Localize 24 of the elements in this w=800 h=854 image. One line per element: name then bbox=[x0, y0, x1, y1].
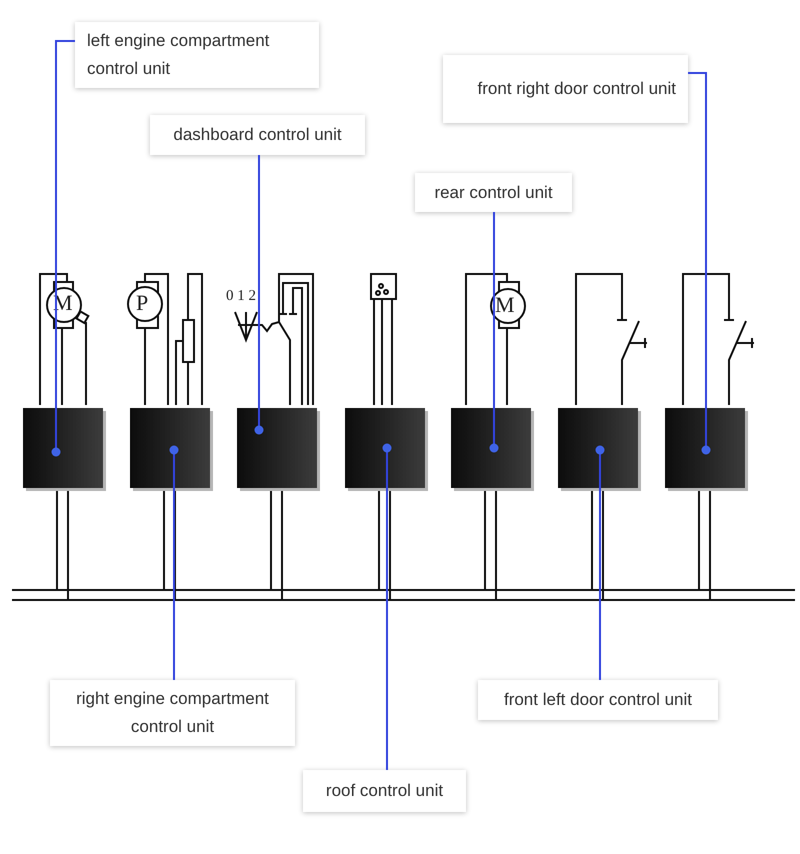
callout-label: left engine compartment control unit bbox=[75, 22, 319, 88]
leader-line bbox=[382, 444, 392, 771]
control-unit-box bbox=[558, 408, 638, 488]
callout-label: dashboard control unit bbox=[150, 115, 365, 155]
symbol-label: P bbox=[136, 292, 148, 314]
control-unit-box bbox=[23, 408, 103, 488]
symbol-label: M bbox=[495, 294, 515, 316]
callout-label: roof control unit bbox=[303, 770, 466, 812]
leader-line bbox=[52, 40, 75, 456]
callout-label: rear control unit bbox=[415, 173, 572, 212]
leader-line bbox=[254, 154, 264, 434]
callout-label: front right door control unit bbox=[443, 55, 688, 123]
control-unit-box bbox=[665, 408, 745, 488]
leader-line bbox=[170, 446, 178, 681]
control-unit-box bbox=[130, 408, 210, 488]
callout-label: right engine compartment control unit bbox=[50, 680, 295, 746]
control-unit-box bbox=[345, 408, 425, 488]
control-unit-box bbox=[237, 408, 317, 488]
leader-line bbox=[596, 446, 604, 681]
symbol-label: 0 1 2 bbox=[226, 289, 256, 304]
callout-label: front left door control unit bbox=[478, 680, 718, 720]
control-unit-box bbox=[451, 408, 531, 488]
leader-line bbox=[490, 211, 498, 452]
leader-line bbox=[688, 72, 710, 454]
